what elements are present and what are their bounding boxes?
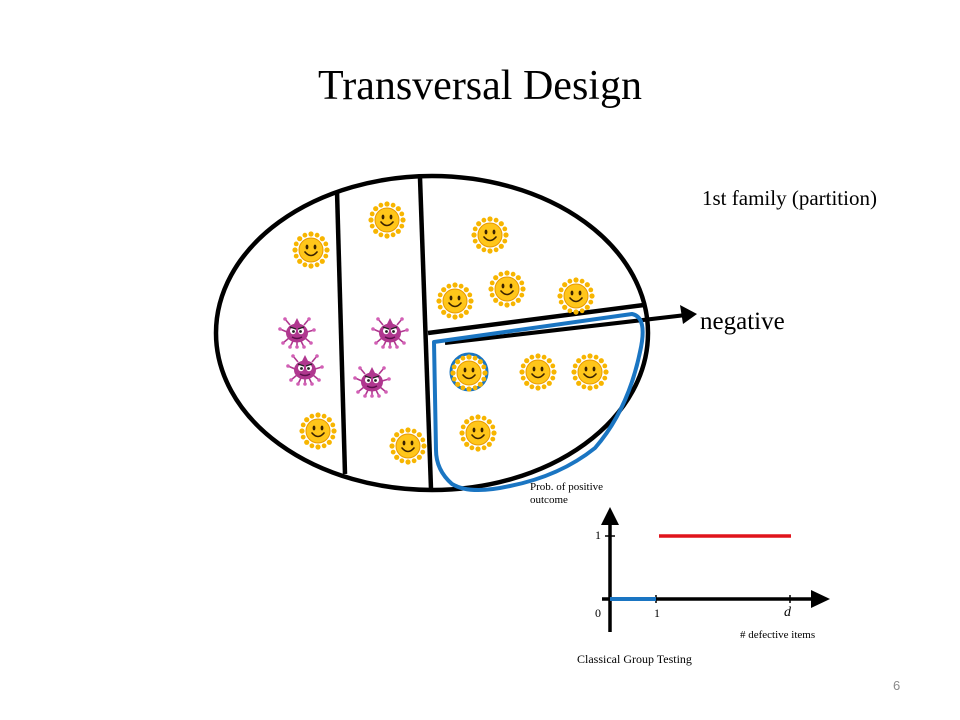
inset-x-axis-label: # defective items: [740, 629, 816, 641]
smiley-item: [388, 426, 428, 466]
smiley-item: [291, 230, 331, 270]
x-tick-label-1: 1: [654, 606, 660, 620]
virus-item: [277, 316, 317, 350]
population-ellipse: [213, 173, 651, 493]
inset-y-axis-label: Prob. of positive outcome: [530, 481, 604, 506]
partition-line-3: [427, 302, 645, 336]
smiley-item: [570, 352, 610, 392]
smiley-item: [298, 411, 338, 451]
virus-item: [352, 365, 392, 399]
negative-arrow: [444, 313, 687, 345]
x-tick-label-d: d: [784, 605, 791, 620]
slide-title: Transversal Design: [318, 63, 642, 109]
virus-item: [370, 316, 410, 350]
smiley-item: [449, 353, 489, 393]
partition-line-2: [417, 177, 434, 490]
negative-group-outline: [432, 312, 645, 492]
smiley-item: [470, 215, 510, 255]
smiley-item: [435, 281, 475, 321]
inset-plot: [601, 507, 830, 632]
smiley-item: [518, 352, 558, 392]
page-number: 6: [893, 678, 901, 693]
y-tick-label-1: 1: [595, 528, 601, 542]
smiley-item: [487, 269, 527, 309]
smiley-item: [367, 200, 407, 240]
x-tick-label-0: 0: [595, 606, 601, 620]
inset-caption: Classical Group Testing: [577, 652, 692, 666]
smiley-item: [556, 276, 596, 316]
smiley-item: [458, 413, 498, 453]
inset-y-arrowhead: [601, 507, 619, 525]
negative-label: negative: [700, 308, 785, 335]
virus-item: [285, 353, 325, 387]
family-label: 1st family (partition): [702, 186, 877, 210]
inset-x-arrowhead: [811, 590, 830, 608]
partition-line-1: [334, 190, 348, 475]
negative-arrowhead: [680, 305, 697, 324]
